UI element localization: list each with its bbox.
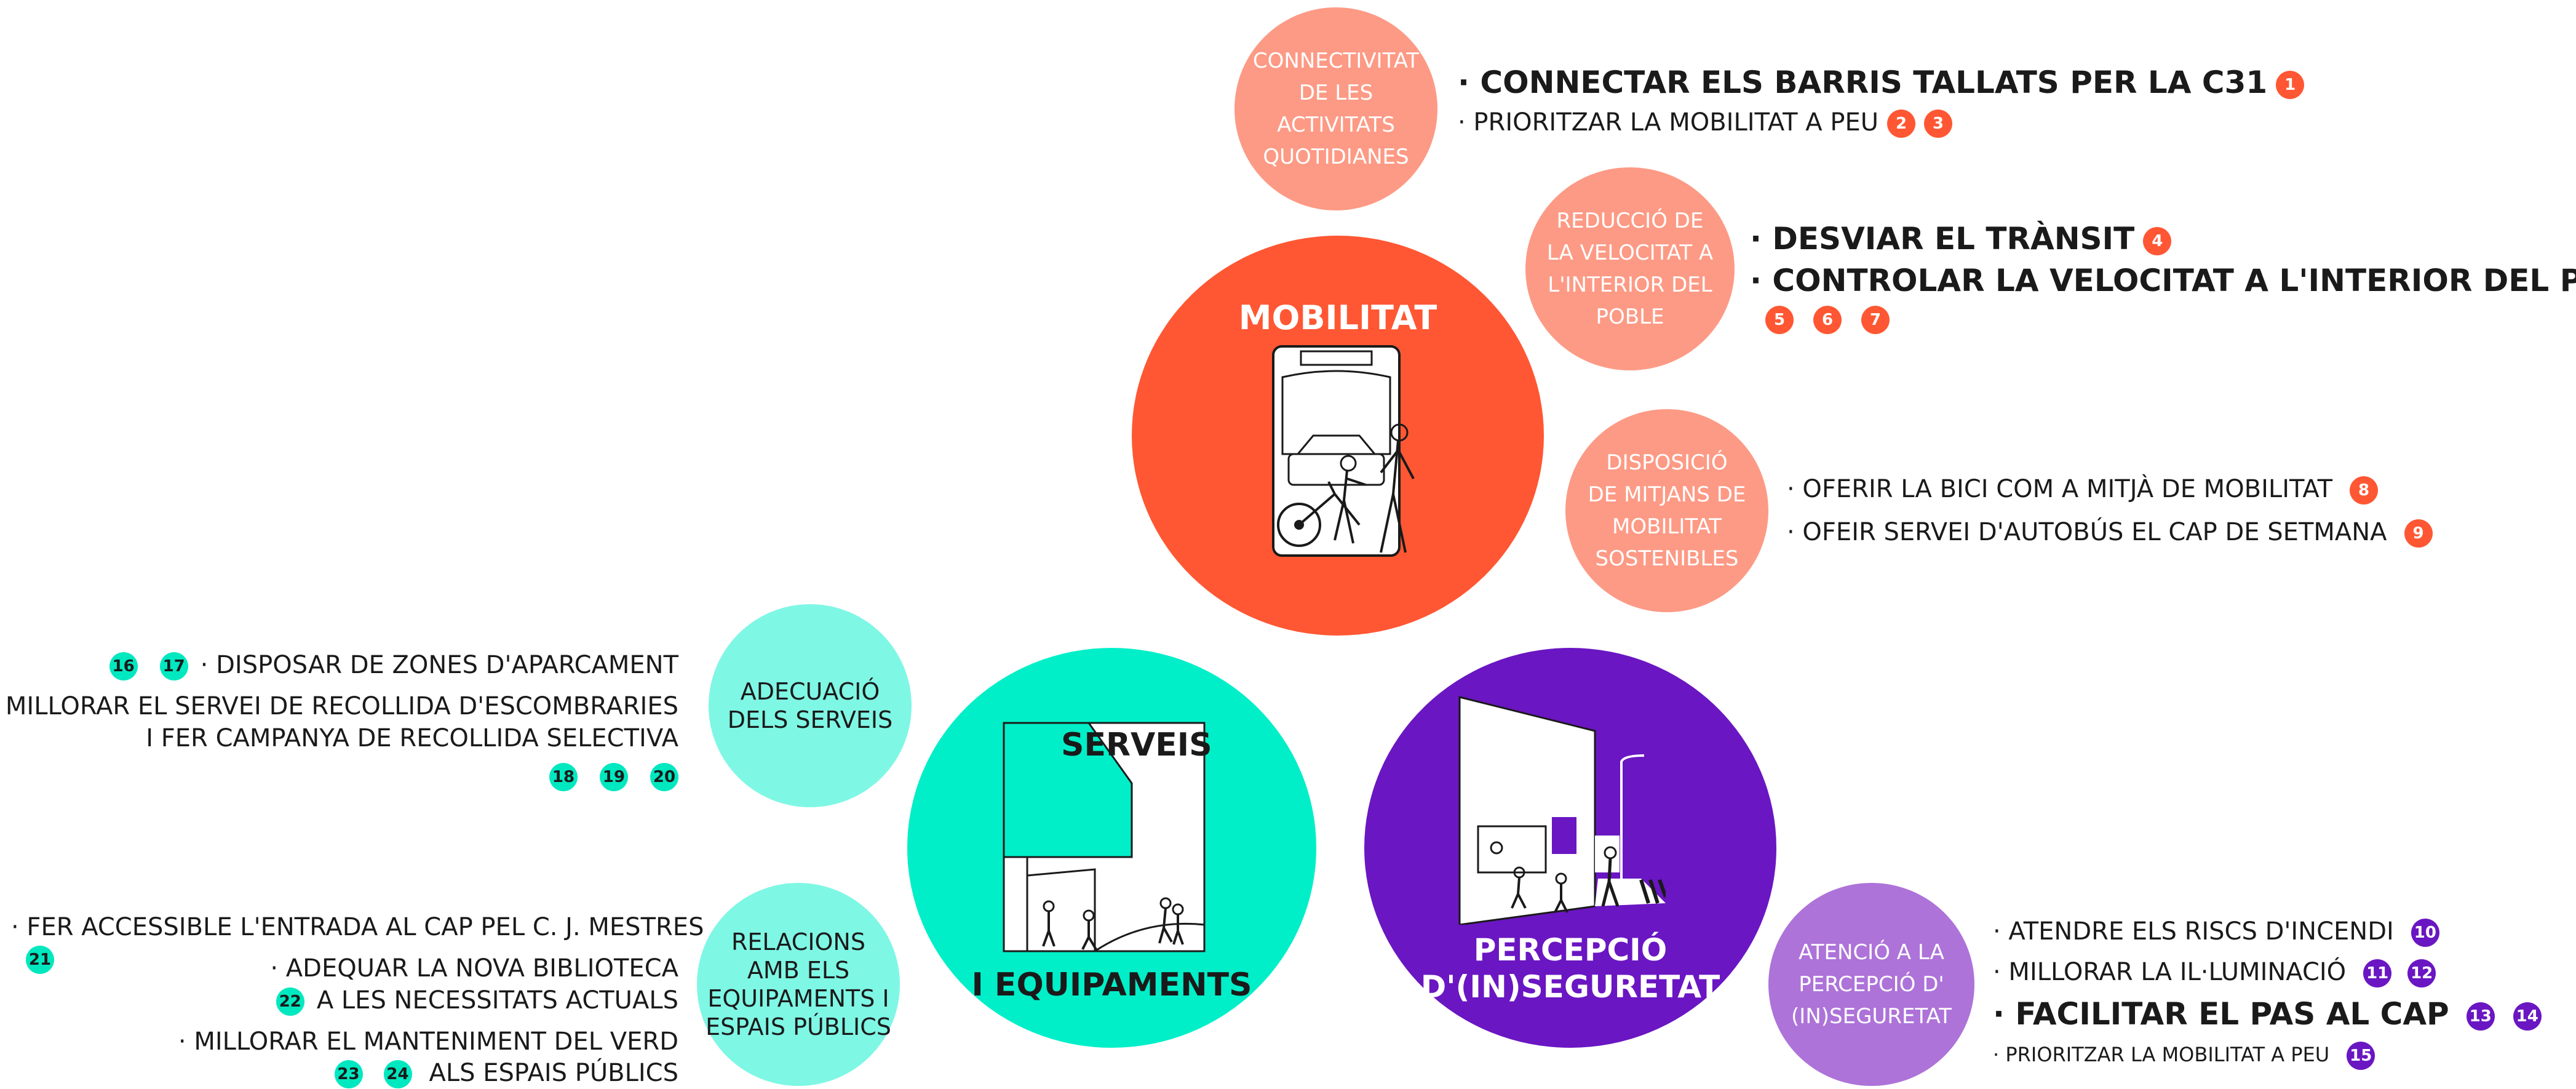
mobilitat-sub2-item2: · CONTROLAR LA VELOCITAT A L'INTERIOR DE… — [1750, 263, 2576, 298]
badge: 6 — [1813, 306, 1842, 334]
mobilitat-sub2-circle: REDUCCIÓ DE LA VELOCITAT A L'INTERIOR DE… — [1525, 167, 1735, 370]
mobilitat-sub3-label: DISPOSICIÓ DE MITJANS DE MOBILITAT SOSTE… — [1588, 450, 1746, 571]
mobilitat-sub1-circle: CONNECTIVITAT DE LES ACTIVITATS QUOTIDIA… — [1234, 7, 1437, 210]
badge: 15 — [2347, 1042, 2375, 1070]
serveis-sub1-item2-line2: I FER CAMPANYA DE RECOLLIDA SELECTIVA — [146, 724, 678, 752]
badge: 22 — [276, 987, 304, 1016]
serveis-sub2-circle: RELACIONS AMB ELS EQUIPAMENTS I ESPAIS P… — [697, 883, 900, 1086]
seguretat-title-line2: D'(IN)SEGURETAT — [1420, 969, 1720, 1005]
bus-cyclist-illustration — [1272, 345, 1415, 557]
badge: 17 — [159, 652, 188, 680]
seguretat-sub1-label: ATENCIÓ A LA PERCEPCIÓ D' (IN)SEGURETAT — [1791, 940, 1952, 1029]
badge: 3 — [1924, 110, 1953, 138]
badge: 21 — [26, 946, 54, 974]
serveis-sub2-item1-badge: 21 — [26, 946, 54, 974]
badge: 8 — [2350, 476, 2379, 505]
serveis-sub2-label: RELACIONS AMB ELS EQUIPAMENTS I ESPAIS P… — [706, 928, 891, 1040]
badge: 5 — [1765, 306, 1794, 334]
badge: 2 — [1887, 110, 1916, 138]
serveis-title-line1: SERVEIS — [1061, 727, 1212, 764]
badge: 11 — [2363, 959, 2392, 987]
mobilitat-sub2-label: REDUCCIÓ DE LA VELOCITAT A L'INTERIOR DE… — [1546, 209, 1714, 329]
badge: 4 — [2143, 226, 2172, 255]
badge: 19 — [600, 763, 628, 791]
serveis-sub2-item2-line1: · ADEQUAR LA NOVA BIBLIOTECA — [270, 954, 678, 983]
serveis-sub1-circle: ADECUACIÓ DELS SERVEIS — [709, 604, 912, 807]
mobilitat-sub3-item2: · OFEIR SERVEI D'AUTOBÚS EL CAP DE SETMA… — [1787, 517, 2441, 548]
mobilitat-circle: MOBILITAT — [1132, 236, 1544, 636]
badge: 23 — [334, 1060, 363, 1088]
seguretat-sub1-circle: ATENCIÓ A LA PERCEPCIÓ D' (IN)SEGURETAT — [1768, 883, 1974, 1086]
badge: 20 — [650, 763, 678, 791]
mobilitat-title: MOBILITAT — [1238, 298, 1437, 337]
badge: 10 — [2411, 919, 2439, 947]
mobilitat-sub1-item1: · CONNECTAR ELS BARRIS TALLATS PER LA C3… — [1458, 65, 2313, 100]
serveis-sub2-item1: · FER ACCESSIBLE L'ENTRADA AL CAP PEL C.… — [11, 913, 704, 941]
serveis-sub1-badges: 18 19 20 — [549, 763, 678, 791]
mobilitat-sub3-circle: DISPOSICIÓ DE MITJANS DE MOBILITAT SOSTE… — [1565, 409, 1768, 612]
badge: 14 — [2513, 1002, 2542, 1031]
badge: 24 — [383, 1060, 412, 1088]
seguretat-title-line1: PERCEPCIÓ — [1473, 932, 1668, 968]
serveis-sub1-label: ADECUACIÓ DELS SERVEIS — [727, 678, 893, 733]
badge: 16 — [109, 652, 138, 680]
street-night-illustration — [1458, 696, 1666, 925]
serveis-title-line2: I EQUIPAMENTS — [971, 967, 1252, 1003]
buildings-illustration — [1003, 722, 1206, 952]
badge: 13 — [2466, 1002, 2495, 1031]
mobilitat-sub1-label: CONNECTIVITAT DE LES ACTIVITATS QUOTIDIA… — [1252, 49, 1420, 169]
seguretat-circle: PERCEPCIÓ D'(IN)SEGURETAT — [1364, 648, 1776, 1048]
badge: 1 — [2276, 70, 2305, 99]
serveis-circle: SERVEIS I EQUIPAMENTS — [907, 648, 1316, 1048]
badge: 7 — [1861, 306, 1890, 334]
mobilitat-sub3-item1: · OFERIR LA BICI COM A MITJÀ DE MOBILITA… — [1787, 474, 2387, 505]
badge: 9 — [2404, 519, 2433, 548]
serveis-sub2-item3-line1: · MILLORAR EL MANTENIMENT DEL VERD — [178, 1027, 678, 1056]
badge: 12 — [2407, 959, 2436, 987]
serveis-sub1-item2-line1: · MILLORAR EL SERVEI DE RECOLLIDA D'ESCO… — [0, 692, 678, 720]
badge: 18 — [549, 763, 578, 791]
